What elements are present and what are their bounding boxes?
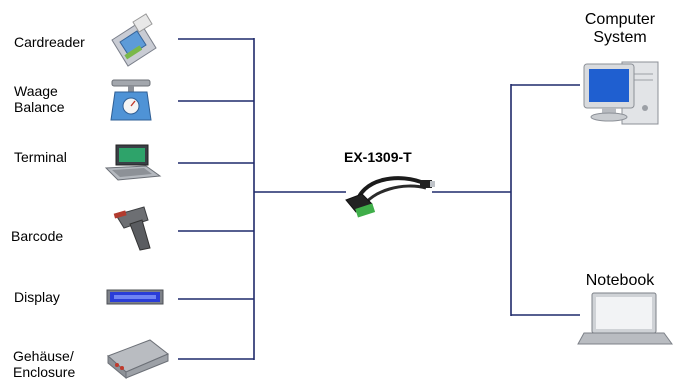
barcode-scanner-icon xyxy=(113,206,151,251)
card-reader-icon xyxy=(111,13,157,67)
terminal-icon xyxy=(104,144,162,181)
led-display-icon xyxy=(106,289,164,305)
device-label-barcode: Barcode xyxy=(11,228,64,244)
device-label-display: Display xyxy=(14,289,60,305)
target-label-notebook: Notebook xyxy=(585,272,655,289)
device-label-terminal: Terminal xyxy=(14,149,67,165)
desktop-computer-icon xyxy=(583,61,659,125)
device-label-scale: Waage Balance xyxy=(14,83,65,115)
target-label-computer: Computer System xyxy=(584,11,656,46)
notebook-icon xyxy=(577,292,673,345)
device-label-cardreader: Cardreader xyxy=(14,34,85,50)
device-label-enclosure: Gehäuse/ Enclosure xyxy=(13,348,76,380)
scale-icon xyxy=(110,79,152,121)
adapter-label: EX-1309-T xyxy=(344,149,412,165)
usb-serial-cable-icon xyxy=(345,176,435,218)
enclosure-box-icon xyxy=(107,339,169,379)
connection-lines xyxy=(178,38,580,360)
